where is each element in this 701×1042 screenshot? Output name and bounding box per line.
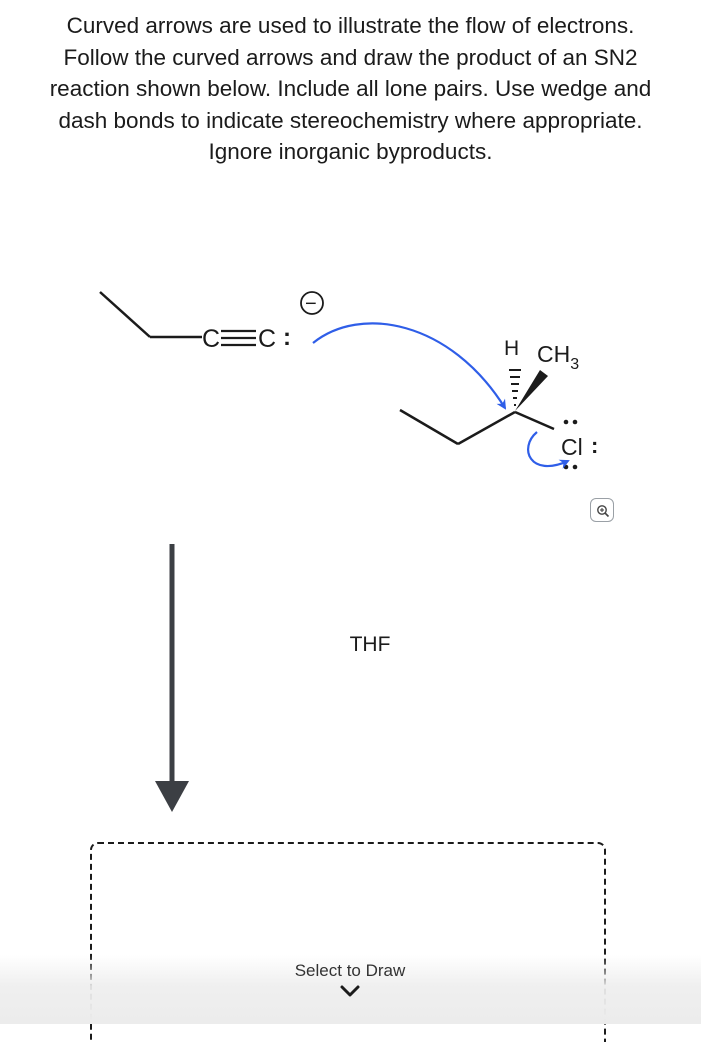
bond: [457, 410, 516, 446]
reaction-arrow: [155, 544, 189, 812]
dash-bond: [509, 369, 521, 406]
negative-charge-icon: −: [300, 291, 324, 315]
carbon-atom: C: [202, 325, 220, 353]
solvent-label: THF: [349, 633, 391, 656]
chevron-down-icon: [340, 985, 360, 997]
select-to-draw-label: Select to Draw: [294, 961, 406, 980]
substrate: H CH3 Cl :: [399, 337, 598, 470]
zoom-icon: [597, 505, 610, 518]
bond: [399, 408, 459, 446]
nucleophile: C C : −: [99, 291, 324, 353]
question-text: Curved arrows are used to illustrate the…: [10, 10, 691, 168]
select-to-draw-button[interactable]: Select to Draw: [250, 960, 450, 998]
curved-arrow-leaving-group: [527, 431, 570, 469]
chlorine-atom: Cl: [561, 434, 583, 460]
triple-bond: [221, 329, 256, 347]
lone-pair: :: [283, 324, 291, 351]
question-line: dash bonds to indicate stereochemistry w…: [58, 107, 643, 133]
methyl-group: CH3: [537, 341, 579, 373]
question-line: Ignore inorganic byproducts.: [208, 139, 493, 164]
drawing-area[interactable]: [90, 842, 606, 1042]
wedge-bond: [515, 370, 548, 411]
question-line: Follow the curved arrows and draw the pr…: [63, 44, 638, 70]
curved-arrow-nucleophile: [312, 322, 507, 410]
zoom-button[interactable]: [590, 498, 614, 522]
carbon-atom: C: [258, 325, 276, 353]
bond: [514, 410, 555, 431]
fade-overlay: [0, 955, 701, 1024]
question-line: Curved arrows are used to illustrate the…: [66, 13, 635, 38]
lone-pair: :: [591, 433, 598, 458]
question-line: reaction shown below. Include all lone p…: [49, 76, 652, 101]
bond: [99, 291, 151, 338]
charge-sign: −: [305, 293, 317, 315]
hydrogen-atom: H: [504, 337, 519, 360]
